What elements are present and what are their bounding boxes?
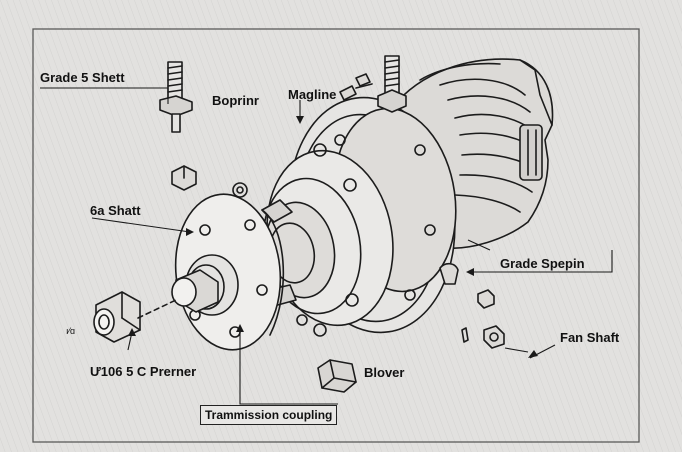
- leader-arrowheads: [128, 116, 538, 358]
- label-fan-shaft: Fan Shaft: [560, 330, 620, 345]
- label-trammission-coupling: Trammission coupling: [200, 405, 338, 425]
- drawing-frame: [32, 28, 640, 443]
- label-6a-shatt: 6a Shatt: [90, 203, 141, 218]
- small-nut-upper: [171, 165, 197, 191]
- label-grade-spepin: Grade Spepin: [500, 256, 585, 271]
- bolt-top-right: [339, 55, 407, 113]
- label-boprinr: Boprinr: [212, 93, 259, 108]
- small-parts-right: [439, 262, 505, 349]
- bolt-top-left: [159, 61, 193, 133]
- exploded-axis-line: [137, 299, 177, 319]
- label-blover: Blover: [364, 365, 405, 380]
- output-shaft: [171, 254, 239, 316]
- coupling-hub: [232, 143, 394, 337]
- label-magline: Magline: [288, 87, 337, 102]
- label-u106-prerner: Ư106 5 C Prerner: [90, 364, 197, 379]
- hex-nut-left: [93, 291, 141, 343]
- blower-bracket: [317, 359, 357, 393]
- label-small-part: ı⁄ɑ: [66, 326, 76, 336]
- label-grade-5-shett: Grade 5 Shett: [40, 70, 125, 85]
